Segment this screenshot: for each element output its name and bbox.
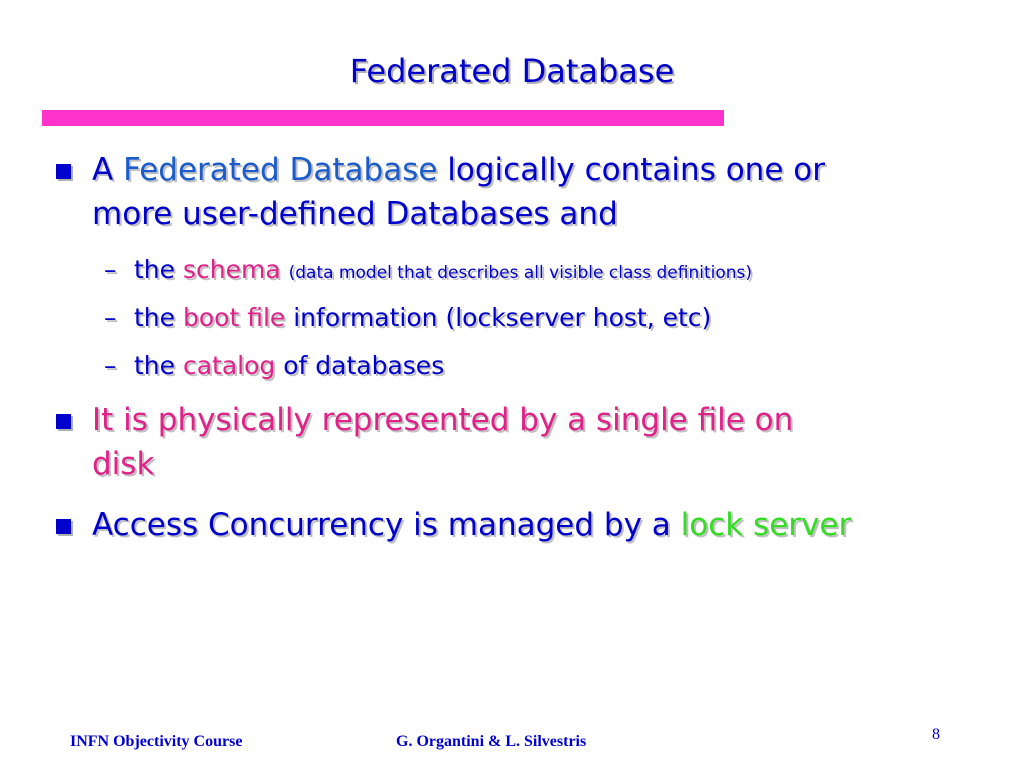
subitem-prefix: the: [134, 255, 183, 284]
schema-term: schema: [182, 255, 281, 284]
bullet-1-line-1: A Federated Database logically contains …: [92, 148, 952, 192]
bullet-1-line-2: more user-defined Databases and: [92, 196, 618, 232]
subitem-schema: –the schema (data model that describes a…: [104, 254, 964, 289]
federated-database-term: Federated Database: [123, 152, 438, 188]
lock-server-term: lock server: [680, 507, 852, 543]
subitem-dash: –: [104, 255, 117, 284]
bullet-1-prefix: A: [92, 152, 124, 188]
subitem-prefix: the: [134, 351, 183, 380]
bullet-2-line-2: disk: [92, 446, 155, 482]
boot-file-term: boot file: [182, 303, 286, 332]
bullet-square-icon: [56, 414, 71, 429]
subitem-boot-file: –the boot file information (lockserver h…: [104, 302, 964, 334]
subitem-prefix: the: [134, 303, 183, 332]
bullet-1-suffix: logically contains one or: [437, 152, 825, 188]
bullet-2-text: It is physically represented by a single…: [92, 398, 952, 486]
bullet-1-text: A Federated Database logically contains …: [92, 148, 952, 236]
catalog-term: catalog: [182, 351, 276, 380]
subitem-dash: –: [104, 351, 117, 380]
bullet-square-icon: [56, 164, 71, 179]
subitem-dash: –: [104, 303, 117, 332]
page-number: 8: [932, 726, 940, 743]
title-underline-bar: [42, 110, 724, 126]
slide-title: Federated Database: [349, 52, 675, 90]
bullet-square-icon: [56, 519, 71, 534]
subitem-catalog: –the catalog of databases: [104, 350, 964, 382]
boot-file-description: information (lockserver host, etc): [285, 303, 712, 332]
footer-course: INFN Objectivity Course: [70, 733, 243, 750]
bullet-3-line-1: Access Concurrency is managed by a lock …: [92, 503, 952, 547]
bullet-3-text: Access Concurrency is managed by a lock …: [92, 503, 952, 547]
bullet-2-line-1: It is physically represented by a single…: [92, 402, 794, 438]
bullet-3-prefix: Access Concurrency is managed by a: [92, 507, 681, 543]
footer-authors: G. Organtini & L. Silvestris: [396, 733, 587, 750]
schema-description: (data model that describes all visible c…: [288, 263, 753, 283]
catalog-description: of databases: [275, 351, 445, 380]
